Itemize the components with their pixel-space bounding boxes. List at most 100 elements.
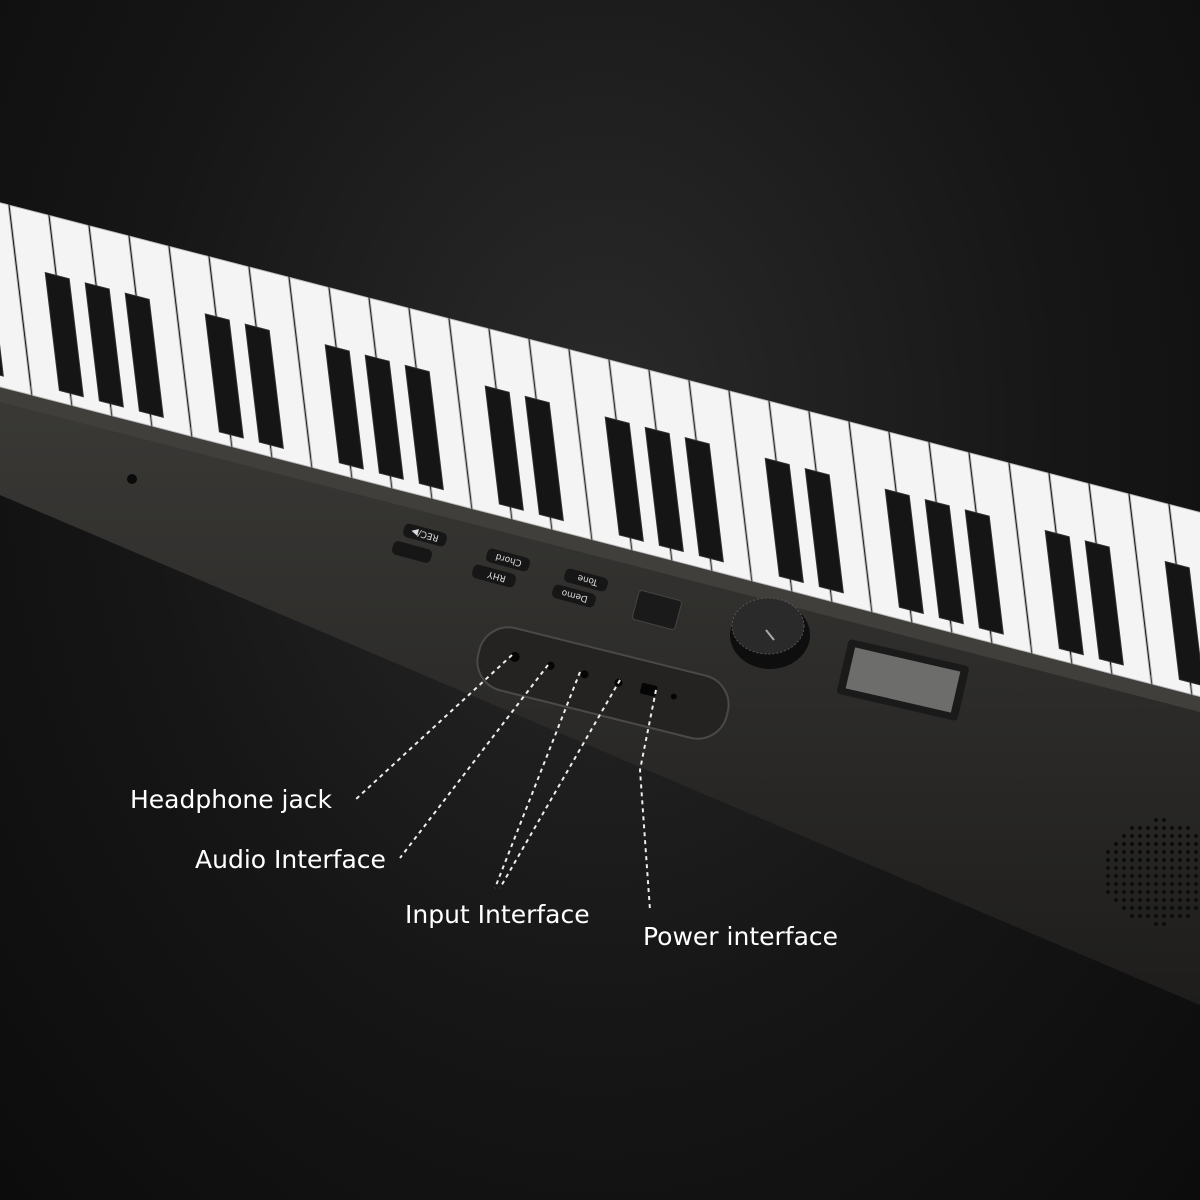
black-key[interactable] [1164, 560, 1200, 687]
stop-button[interactable] [391, 540, 433, 564]
grille-hole [1162, 850, 1166, 854]
grille-hole [1170, 850, 1174, 854]
power-button[interactable] [632, 589, 682, 631]
black-key[interactable] [1044, 529, 1084, 656]
grille-hole [1162, 914, 1166, 918]
tone-button[interactable] [563, 568, 609, 593]
black-key[interactable] [324, 344, 364, 470]
input-port-1[interactable] [580, 669, 590, 679]
grille-hole [1154, 834, 1158, 838]
grille-hole [1186, 890, 1190, 894]
black-key[interactable] [964, 509, 1004, 635]
grille-hole [1186, 826, 1190, 830]
grille-hole [1122, 906, 1126, 910]
grille-hole [1178, 882, 1182, 886]
grille-hole [1162, 890, 1166, 894]
grille-hole [1178, 858, 1182, 862]
grille-hole [1114, 882, 1118, 886]
grille-hole [1194, 882, 1198, 886]
grille-hole [1106, 882, 1110, 886]
grille-hole [1138, 858, 1142, 862]
grille-hole [1170, 898, 1174, 902]
grille-hole [1178, 842, 1182, 846]
chord-button[interactable] [485, 548, 531, 573]
grille-hole [1186, 866, 1190, 870]
grille-hole [1146, 834, 1150, 838]
grille-hole [1138, 882, 1142, 886]
grille-hole [1138, 898, 1142, 902]
grille-hole [1154, 882, 1158, 886]
grille-hole [1138, 842, 1142, 846]
headphone-jack[interactable] [509, 651, 521, 663]
grille-hole [1194, 906, 1198, 910]
black-key[interactable] [244, 323, 284, 449]
ports-panel [476, 626, 730, 740]
grille-hole [1122, 834, 1126, 838]
grille-hole [1178, 850, 1182, 854]
grille-hole [1130, 826, 1134, 830]
grille-hole [1154, 858, 1158, 862]
black-key[interactable] [364, 354, 404, 480]
grille-hole [1106, 874, 1110, 878]
grille-hole [1170, 882, 1174, 886]
grille-hole [1178, 898, 1182, 902]
black-key[interactable] [44, 271, 84, 398]
black-key[interactable] [604, 416, 644, 542]
black-key[interactable] [924, 498, 964, 625]
black-key[interactable] [804, 467, 844, 594]
grille-hole [1154, 842, 1158, 846]
grille-hole [1114, 850, 1118, 854]
black-key[interactable] [204, 313, 244, 439]
black-key[interactable] [764, 457, 804, 584]
grille-hole [1194, 842, 1198, 846]
grille-hole [1146, 906, 1150, 910]
grille-hole [1186, 874, 1190, 878]
audio-port[interactable] [546, 661, 556, 671]
black-key[interactable] [884, 488, 924, 615]
rhythm-button[interactable] [471, 564, 517, 589]
grille-hole [1146, 842, 1150, 846]
grille-hole [1186, 842, 1190, 846]
callout-input-interface: Input Interface [405, 900, 590, 929]
grille-hole [1186, 882, 1190, 886]
grille-hole [1130, 906, 1134, 910]
grille-hole [1130, 914, 1134, 918]
black-key[interactable] [484, 385, 524, 511]
volume-knob[interactable] [730, 597, 810, 669]
grille-hole [1170, 858, 1174, 862]
grille-hole [1130, 866, 1134, 870]
grille-hole [1114, 866, 1118, 870]
grille-hole [1146, 850, 1150, 854]
grille-hole [1154, 874, 1158, 878]
grille-hole [1122, 858, 1126, 862]
grille-hole [1138, 826, 1142, 830]
grille-hole [1130, 882, 1134, 886]
grille-hole [1194, 858, 1198, 862]
black-key[interactable] [404, 364, 444, 491]
black-key[interactable] [1084, 540, 1124, 666]
black-key[interactable] [84, 282, 124, 408]
power-port[interactable] [640, 682, 658, 697]
grille-hole [1146, 874, 1150, 878]
black-key[interactable] [684, 437, 724, 563]
white-key[interactable] [0, 194, 32, 396]
black-key[interactable] [644, 426, 684, 553]
grille-hole [1162, 858, 1166, 862]
grille-hole [1170, 826, 1174, 830]
grille-hole [1138, 890, 1142, 894]
grille-hole [1170, 874, 1174, 878]
callout-headphone-jack: Headphone jack [130, 785, 333, 814]
rec-play-button[interactable] [402, 523, 448, 548]
black-key[interactable] [124, 292, 164, 419]
grille-hole [1138, 866, 1142, 870]
demo-button[interactable] [551, 584, 597, 609]
grille-hole [1106, 890, 1110, 894]
grille-hole [1170, 866, 1174, 870]
grille-hole [1170, 914, 1174, 918]
black-key[interactable] [524, 395, 564, 522]
grille-hole [1138, 850, 1142, 854]
grille-hole [1154, 890, 1158, 894]
speaker-grille [1106, 818, 1198, 926]
